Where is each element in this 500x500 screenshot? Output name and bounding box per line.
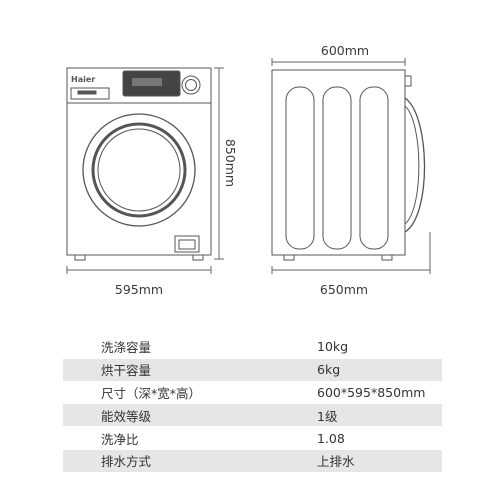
spec-row: 洗涤容量 10kg <box>63 336 442 359</box>
spec-table: 洗涤容量 10kg 烘干容量 6kg 尺寸（深*宽*高） 600*595*850… <box>63 336 442 473</box>
spec-label: 能效等级 <box>63 403 315 428</box>
door-outer-ring <box>82 113 196 227</box>
spec-value: 1级 <box>315 403 442 428</box>
detergent-drawer <box>70 87 110 100</box>
front-foot-right <box>192 254 204 261</box>
side-view <box>271 69 426 261</box>
side-foot-right <box>381 254 393 261</box>
dimension-diagram: Haier 595mm 850mm 600mm <box>66 43 431 297</box>
side-door-bulge <box>404 97 426 233</box>
program-knob-inner-icon <box>185 79 197 91</box>
spec-row: 尺寸（深*宽*高） 600*595*850mm <box>63 381 442 405</box>
spec-label: 排水方式 <box>63 449 315 473</box>
front-width-dimension <box>66 266 212 274</box>
spec-row: 洗净比 1.08 <box>63 426 442 450</box>
filter-cover <box>174 235 200 253</box>
spec-value: 1.08 <box>315 426 442 450</box>
depth-label: 650mm <box>320 282 368 297</box>
front-view <box>66 67 212 261</box>
front-foot-left <box>74 254 86 261</box>
display-screen <box>132 78 162 86</box>
side-rib-1 <box>285 86 315 250</box>
height-label: 850mm <box>223 139 238 187</box>
depth-dimension <box>271 232 431 274</box>
side-foot-left <box>283 254 295 261</box>
spec-value: 上排水 <box>315 449 442 473</box>
side-body <box>271 69 406 256</box>
spec-label: 洗净比 <box>63 426 315 450</box>
door-glass <box>91 122 187 218</box>
brand-logo: Haier <box>71 75 95 84</box>
side-rib-2 <box>322 86 352 250</box>
front-body <box>66 67 212 256</box>
front-width-label: 595mm <box>115 282 163 297</box>
spec-row: 排水方式 上排水 <box>63 449 442 473</box>
door-glass-inner <box>97 128 181 212</box>
spec-label: 洗涤容量 <box>63 336 315 359</box>
spec-value: 6kg <box>315 358 442 382</box>
spec-label: 尺寸（深*宽*高） <box>63 381 315 405</box>
spec-label: 烘干容量 <box>63 358 315 382</box>
spec-value: 10kg <box>315 336 442 359</box>
side-rib-3 <box>359 86 389 250</box>
spec-row: 能效等级 1级 <box>63 403 442 428</box>
height-dimension <box>214 67 224 260</box>
drawer-handle <box>77 90 97 95</box>
program-knob-icon <box>181 75 201 95</box>
side-door-bulge-inner <box>404 105 420 225</box>
filter-cover-inner <box>178 239 196 250</box>
top-width-dimension <box>271 58 406 66</box>
side-knob <box>404 75 412 87</box>
spec-value: 600*595*850mm <box>315 381 442 405</box>
spec-row: 烘干容量 6kg <box>63 358 442 382</box>
top-width-label: 600mm <box>321 43 369 58</box>
